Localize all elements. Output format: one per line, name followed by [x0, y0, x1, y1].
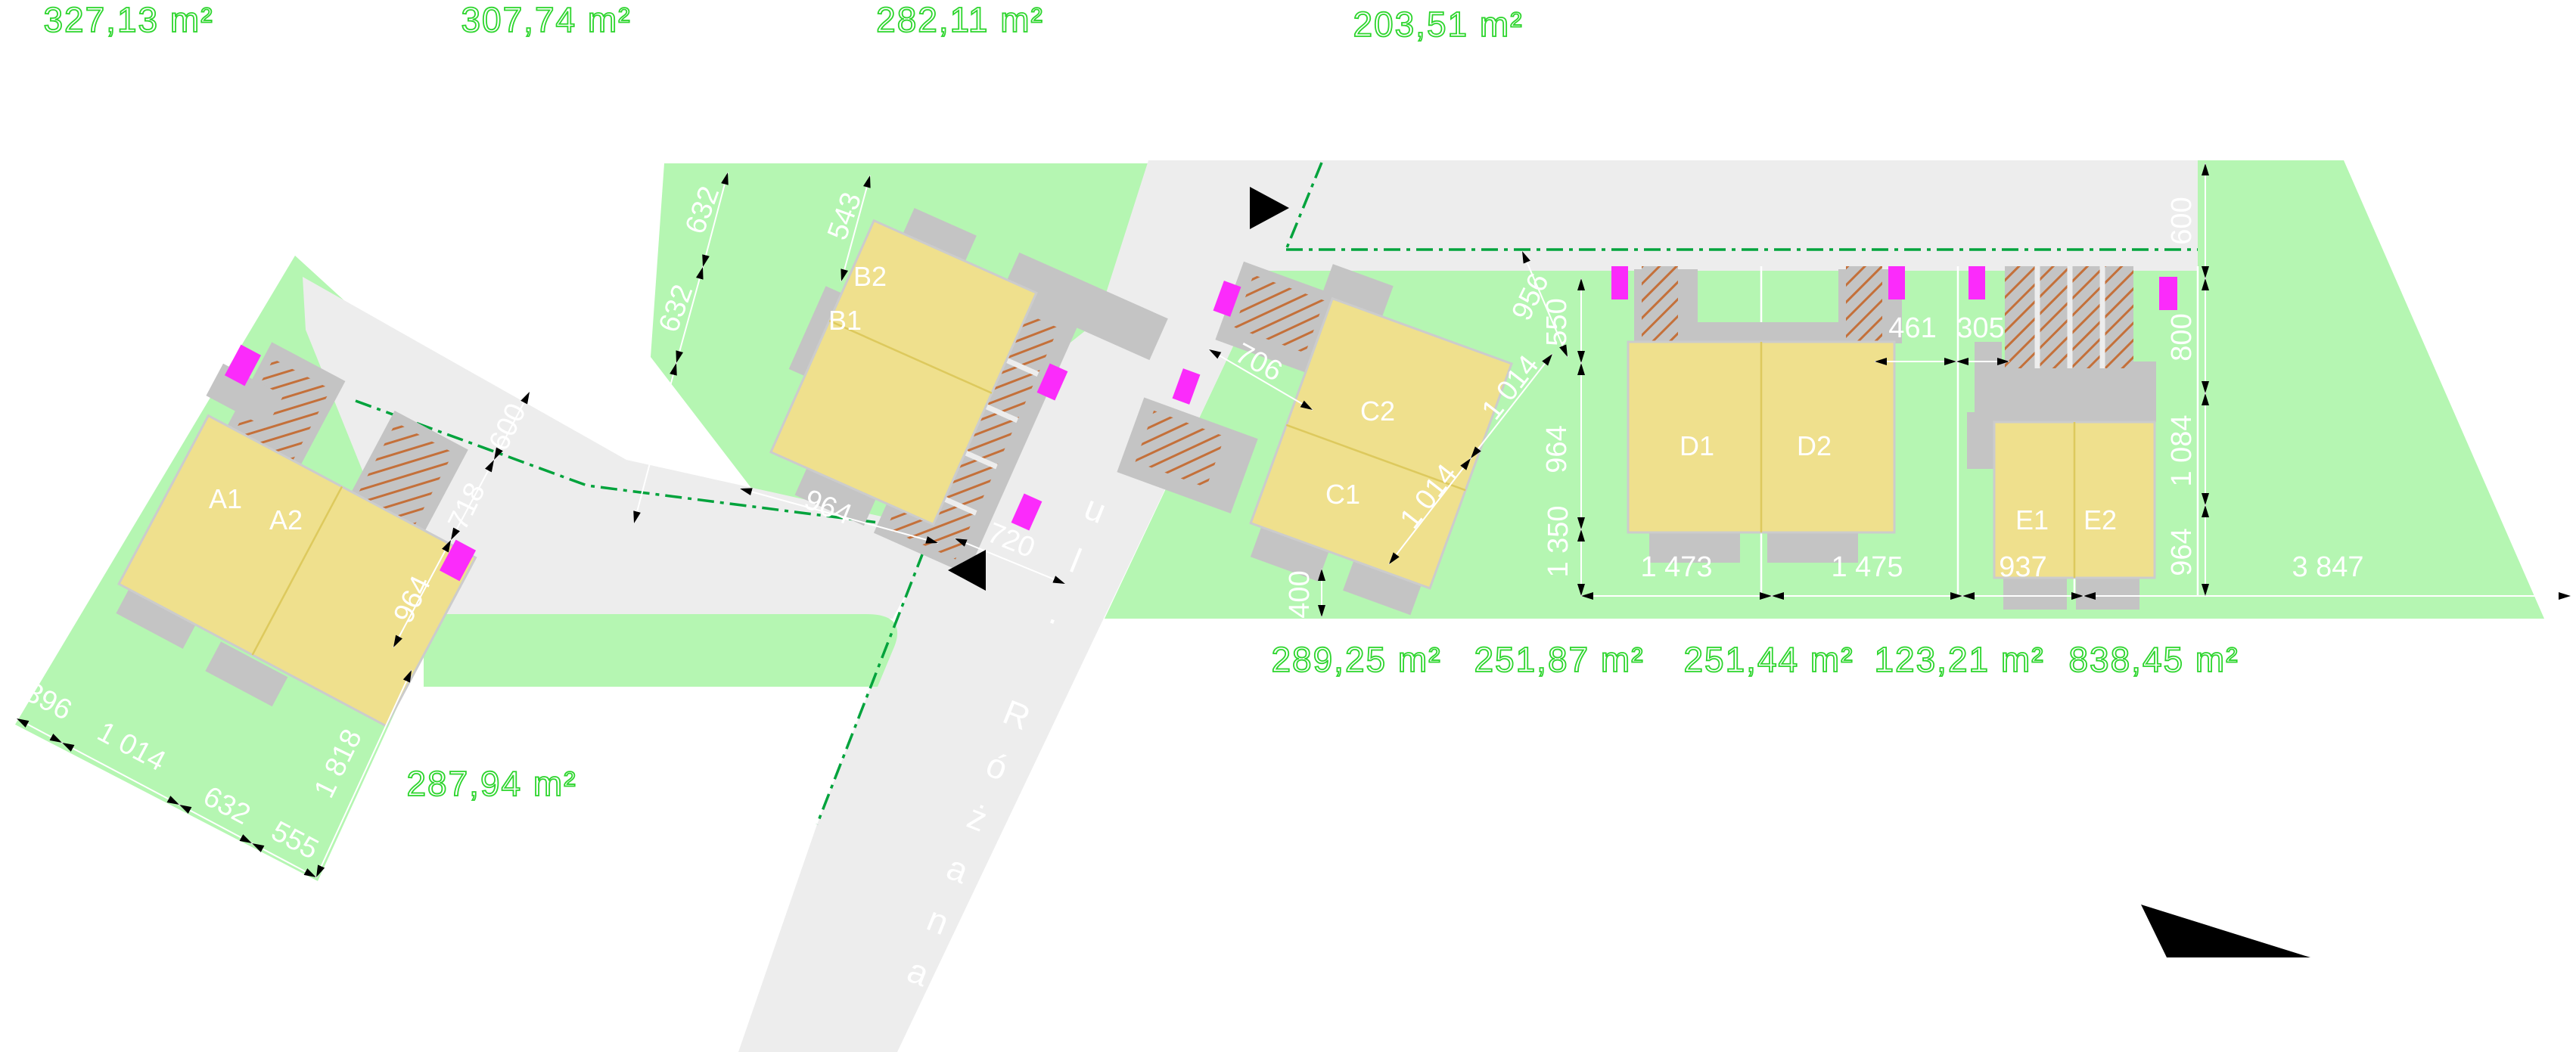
gate-marker	[1036, 363, 1068, 401]
parking-c-lower	[1117, 397, 1258, 514]
building-label: D1	[1680, 430, 1714, 461]
dimension-label: 964	[2166, 528, 2198, 576]
area-label: 123,21 m²	[1874, 640, 2044, 679]
gate-marker	[224, 344, 262, 386]
area-label: 287,94 m²	[406, 764, 576, 803]
area-label: 307,74 m²	[461, 0, 631, 39]
parking-hatch	[1135, 410, 1226, 488]
area-label: 327,13 m²	[43, 0, 213, 39]
drive	[1698, 322, 1840, 343]
dimension-lines	[16, 163, 2571, 878]
arrows	[948, 187, 2310, 957]
dimension-label: 400	[1284, 570, 1316, 618]
drive-arm	[1000, 252, 1168, 361]
building-label: A2	[269, 504, 303, 535]
terrace	[1649, 531, 1740, 563]
dimension-label: 3 847	[2292, 551, 2363, 583]
plot-a-details	[116, 342, 477, 728]
gate-marker	[2159, 277, 2177, 310]
parking-hatch	[1234, 275, 1325, 353]
area-label: 289,25 m²	[1271, 640, 1441, 679]
dimension-label: 964	[1541, 425, 1573, 473]
green-island	[424, 614, 898, 687]
area-labels: 327,13 m² 307,74 m² 282,11 m² 203,51 m² 287,…	[43, 0, 2239, 804]
drive	[1994, 362, 2156, 422]
area-label: 251,87 m²	[1474, 640, 1644, 679]
area-label: 838,45 m²	[2068, 640, 2239, 679]
road-top	[1269, 160, 2198, 271]
dimension-label: 1 350	[1543, 505, 1574, 577]
terrace	[1250, 525, 1330, 582]
building-label: B1	[828, 305, 862, 336]
dimension-label: 550	[1541, 298, 1573, 346]
area-label: 251,44 m²	[1683, 640, 1854, 679]
terrace	[2076, 578, 2139, 610]
plot-d-details	[1611, 266, 1985, 563]
dimension-label: 305	[1956, 312, 2004, 344]
dimension-label: 461	[1888, 312, 1936, 344]
building-label: C2	[1360, 396, 1395, 427]
terrace	[206, 363, 284, 428]
gate-marker	[1011, 493, 1043, 531]
terrace	[205, 641, 288, 707]
building-label: D2	[1797, 430, 1832, 461]
parking-hatch	[356, 422, 454, 528]
road-arrow-left-icon	[948, 550, 986, 591]
gate-marker	[1888, 266, 1905, 299]
building-label: C1	[1325, 479, 1360, 510]
gate-marker	[1611, 266, 1628, 299]
gate-marker	[1172, 368, 1201, 405]
dimension-label: 600	[2166, 197, 2198, 244]
parking-hatch	[233, 358, 331, 464]
building-label: A1	[209, 483, 242, 514]
building-label: E2	[2083, 504, 2117, 535]
road-arrow-right-icon	[1250, 187, 1289, 229]
terrace	[1343, 559, 1422, 616]
terrace	[902, 207, 977, 264]
boundary-lines	[355, 162, 2198, 825]
plot-e-details	[1967, 266, 2177, 610]
terrace	[1321, 264, 1394, 318]
building-label: E1	[2015, 504, 2049, 535]
dimension-label: 937	[1999, 551, 2046, 583]
area-label: 282,11 m²	[876, 0, 1044, 39]
gate-marker	[1969, 266, 1985, 299]
dimension-label: 800	[2166, 313, 2198, 361]
terrace	[1767, 531, 1858, 563]
building-label: B2	[853, 261, 887, 292]
terrace	[116, 584, 199, 649]
north-arrow-icon	[2141, 905, 2310, 957]
dimension-label: 1 473	[1640, 551, 1712, 583]
gate-marker	[1213, 281, 1241, 317]
dimension-label: 1 084	[2166, 414, 2198, 486]
building-a	[116, 363, 477, 728]
road-rozana	[738, 160, 1322, 1052]
dimension-label: 1 475	[1831, 551, 1903, 583]
area-label: 203,51 m²	[1353, 5, 1523, 44]
